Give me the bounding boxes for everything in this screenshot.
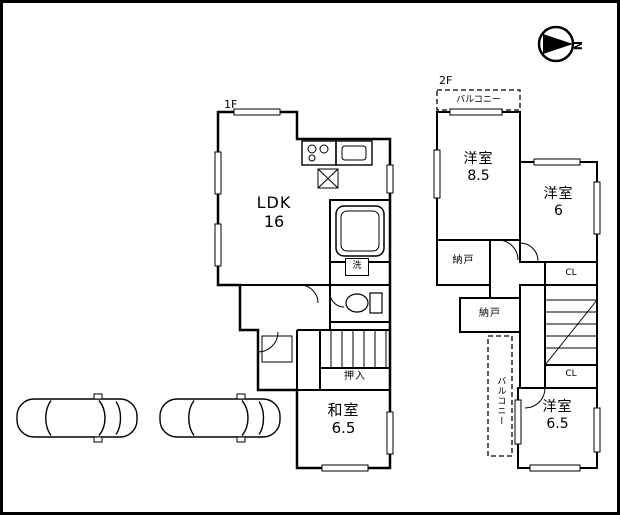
laundry-box: 洗 xyxy=(345,258,369,276)
balcony-top-label: バルコニー xyxy=(456,95,501,105)
balcony-side-outline xyxy=(487,335,513,457)
windows-1f xyxy=(214,108,394,472)
room-label-ldk: LDK 16 xyxy=(218,193,330,231)
room-label-6: 洋室 6 xyxy=(520,186,597,220)
kitchen-counter-icon xyxy=(301,140,373,166)
refrigerator-icon xyxy=(317,168,339,189)
room-size: 6.5 xyxy=(331,419,356,437)
room-size: 16 xyxy=(263,212,285,232)
floor1-plan xyxy=(214,108,394,472)
room-name: LDK xyxy=(256,193,292,212)
car-icon-right xyxy=(159,393,281,443)
room-name: 和室 xyxy=(327,401,360,419)
toilet-icon xyxy=(345,292,383,314)
floor1-label: 1F xyxy=(224,98,238,111)
stairs-2f-icon xyxy=(544,299,598,366)
oshiire-label: 押入 xyxy=(344,371,366,382)
compass-icon: N xyxy=(537,25,584,63)
floor2-plan xyxy=(433,89,601,472)
compass-needle xyxy=(543,34,573,54)
stairs-1f-icon xyxy=(330,330,387,368)
compass-n-label: N xyxy=(571,41,584,50)
cl-upper-label: CL xyxy=(565,268,577,278)
room-name: 洋室 xyxy=(543,186,574,202)
balcony-side-label: バルコニー xyxy=(495,376,506,426)
bathtub-icon xyxy=(335,205,385,257)
windows-2f xyxy=(433,108,601,472)
room-size: 6 xyxy=(554,202,563,219)
car-icon-left xyxy=(16,393,138,443)
room-size: 8.5 xyxy=(467,167,490,184)
cl-lower-label: CL xyxy=(565,369,577,379)
floorplan-drawing: N xyxy=(16,25,601,472)
door-arcs-1f xyxy=(257,284,345,353)
room-label-washitsu: 和室 6.5 xyxy=(297,401,390,437)
entrance-step xyxy=(261,335,293,363)
nando-lower-label: 納戸 xyxy=(479,308,501,319)
room-label-85: 洋室 8.5 xyxy=(437,151,520,185)
door-arcs-2f xyxy=(497,239,546,409)
floor2-label: 2F xyxy=(439,74,453,87)
room-label-65: 洋室 6.5 xyxy=(518,399,597,433)
room-size: 6.5 xyxy=(546,415,569,432)
floor2-rooms xyxy=(436,111,598,469)
room-name: 洋室 xyxy=(542,399,573,415)
nando-upper-label: 納戸 xyxy=(452,255,475,266)
room-name: 洋室 xyxy=(463,151,494,167)
